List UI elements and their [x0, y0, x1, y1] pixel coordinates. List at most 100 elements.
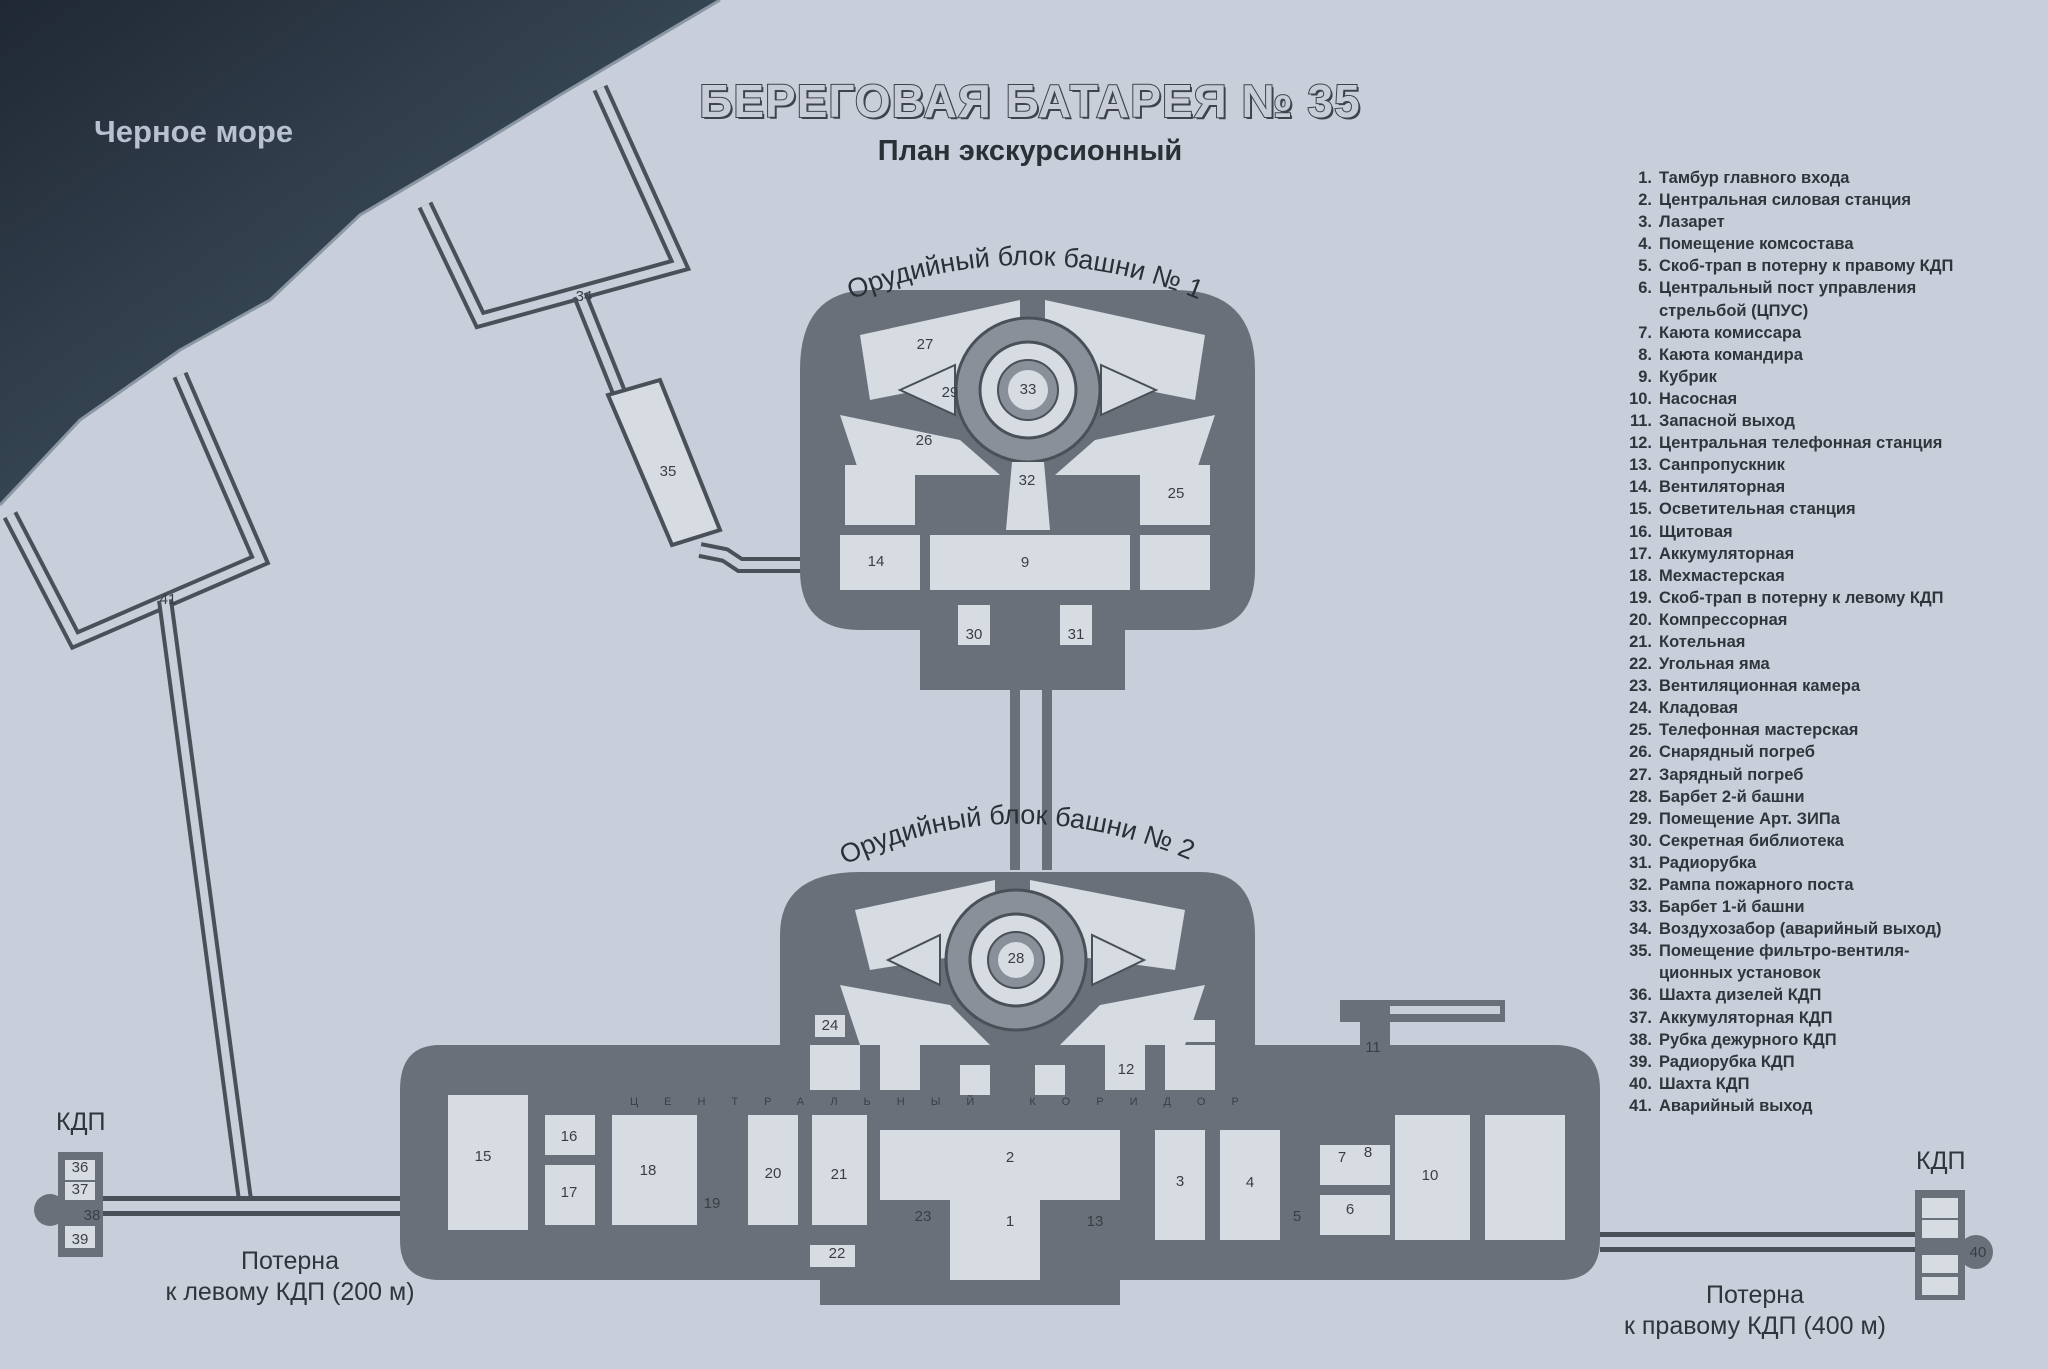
legend-item: 25. Телефонная мастерская — [1620, 719, 2040, 741]
legend-item: 29.Помещение Арт. ЗИПа — [1620, 808, 2040, 830]
room-5: 5 — [1293, 1208, 1301, 1225]
legend-item-text: Помещение фильтро-вентиля- — [1659, 942, 1910, 961]
legend-item: 36.Шахта дизелей КДП — [1620, 984, 2040, 1006]
legend-item-number: 33. — [1629, 898, 1652, 917]
room-23: 23 — [915, 1208, 932, 1225]
legend-item-number: 11. — [1629, 412, 1652, 431]
legend-item-text: Помещение комсостава — [1659, 235, 1854, 254]
room-22: 22 — [829, 1245, 846, 1262]
legend-item-number — [1620, 300, 1652, 322]
legend-item-number: 2. — [1638, 191, 1652, 210]
legend-item-number: 15. — [1629, 500, 1652, 519]
room-18: 18 — [640, 1162, 657, 1179]
legend-item-text: Скоб-трап в потерну к правому КДП — [1659, 257, 1954, 276]
kdp-left-label: КДП — [56, 1108, 106, 1136]
legend-item-text: Запасной выход — [1659, 412, 1795, 431]
legend-item-number: 3. — [1638, 213, 1652, 232]
left-kdp — [34, 1152, 103, 1257]
legend-item-text: ционных установок — [1659, 964, 1821, 983]
potern-right-line2: к правому КДП (400 м) — [1624, 1312, 1886, 1340]
legend-item-text: Скоб-трап в потерну к левому КДП — [1659, 588, 1944, 607]
legend-item-number: 26. — [1629, 743, 1652, 762]
filter-room-35 — [605, 377, 723, 548]
legend-item-number: 4. — [1638, 235, 1652, 254]
legend-item-text: Центральная телефонная станция — [1659, 434, 1943, 453]
legend-item-text: Каюта командира — [1659, 345, 1803, 364]
legend-item: 11. Запасной выход — [1620, 410, 2040, 432]
room-3: 3 — [1176, 1173, 1184, 1190]
legend-item-text: Каюта комиссара — [1659, 323, 1802, 342]
legend-item-number: 16. — [1629, 522, 1652, 541]
legend-item-number: 21. — [1629, 632, 1652, 651]
room-15: 15 — [475, 1148, 492, 1165]
legend-item-text: стрельбой (ЦПУС) — [1659, 301, 1809, 320]
room-6: 6 — [1346, 1201, 1354, 1218]
potern-left-label: Потерна к левому КДП (200 м) — [140, 1246, 440, 1308]
room-32: 32 — [1019, 472, 1036, 489]
legend-item: 2. Центральная силовая станция — [1620, 189, 2040, 211]
potern-left-line2: к левому КДП (200 м) — [165, 1278, 415, 1306]
legend-item-number: 32. — [1629, 876, 1652, 894]
legend-item: 17.Аккумуляторная — [1620, 543, 2040, 565]
room-26: 26 — [916, 432, 933, 449]
sea-area — [0, 0, 720, 505]
legend-item-number: 29. — [1629, 809, 1652, 828]
legend-item: 19.Скоб-трап в потерну к левому КДП — [1620, 587, 2040, 609]
legend-item-text: Кубрик — [1659, 367, 1717, 386]
room-4: 4 — [1246, 1174, 1254, 1191]
room-13: 13 — [1087, 1213, 1104, 1230]
legend-item-text: Центральный пост управления — [1659, 279, 1917, 298]
legend-item: 18. Мехмастерская — [1620, 565, 2040, 587]
legend-item-text: Воздухозабор (аварийный выход) — [1659, 920, 1942, 939]
legend-item: 30.Секретная библиотека — [1620, 830, 2040, 852]
room-21: 21 — [831, 1166, 848, 1183]
legend-item: 32.Рампа пожарного поста — [1620, 874, 2040, 896]
legend-item-text: Аварийный выход — [1659, 1096, 1813, 1115]
legend-item-text: Секретная библиотека — [1659, 831, 1844, 850]
legend-item: 27. Зарядный погреб — [1620, 764, 2040, 786]
legend-item-number: 38. — [1629, 1030, 1652, 1049]
legend-item: 8.Каюта командира — [1620, 344, 2040, 366]
legend-item: 3.Лазарет — [1620, 211, 2040, 233]
legend-item: 39.Радиорубка КДП — [1620, 1051, 2040, 1073]
legend-item: 1.Тамбур главного входа — [1620, 167, 2040, 189]
legend-item: 12.Центральная телефонная станция — [1620, 432, 2040, 454]
legend-item-text: Барбет 2-й башни — [1659, 787, 1805, 806]
room-36: 36 — [72, 1159, 89, 1176]
legend-item-text: Насосная — [1659, 389, 1738, 408]
legend-item: 31.Радиорубка — [1620, 852, 2040, 874]
legend-item-text: Кладовая — [1659, 699, 1739, 718]
legend-item-text: Зарядный погреб — [1659, 765, 1804, 784]
legend: 1.Тамбур главного входа 2. Центральная сил… — [1620, 167, 2040, 1117]
room-35: 35 — [660, 463, 677, 480]
legend-item-number: 37. — [1629, 1008, 1652, 1027]
room-33: 33 — [1020, 381, 1037, 398]
tower-block-1 — [800, 290, 1255, 690]
legend-item-text: Мехмастерская — [1659, 566, 1785, 585]
legend-item: стрельбой (ЦПУС) — [1620, 300, 2040, 322]
room-19: 19 — [704, 1195, 721, 1212]
legend-item-number: 18. — [1629, 566, 1652, 585]
room-12: 12 — [1118, 1061, 1135, 1078]
legend-item-number: 41. — [1629, 1096, 1652, 1115]
legend-item: 20.Компрессорная — [1620, 609, 2040, 631]
legend-item-number: 6. — [1638, 279, 1652, 298]
legend-item-text: Угольная яма — [1659, 655, 1770, 674]
legend-item: 38.Рубка дежурного КДП — [1620, 1029, 2040, 1051]
legend-item-number: 22. — [1629, 655, 1652, 674]
legend-item: 10.Насосная — [1620, 388, 2040, 410]
legend-item-text: Центральная силовая станция — [1659, 191, 1912, 210]
legend-item: 7.Каюта комиссара — [1620, 322, 2040, 344]
legend-item-number: 9. — [1638, 367, 1652, 386]
room-40: 40 — [1970, 1244, 1987, 1261]
page-subtitle: План экскурсионный — [877, 135, 1183, 167]
legend-item: 41. Аварийный выход — [1620, 1095, 2040, 1117]
legend-item: 35.Помещение фильтро-вентиля- — [1620, 940, 2040, 962]
legend-item-text: Вентиляторная — [1659, 478, 1786, 497]
legend-item-number: 14. — [1629, 478, 1652, 497]
legend-item-number: 25. — [1629, 721, 1652, 740]
legend-item-text: Телефонная мастерская — [1659, 721, 1859, 740]
room-10: 10 — [1422, 1167, 1439, 1184]
legend-item-number: 27. — [1629, 765, 1652, 784]
